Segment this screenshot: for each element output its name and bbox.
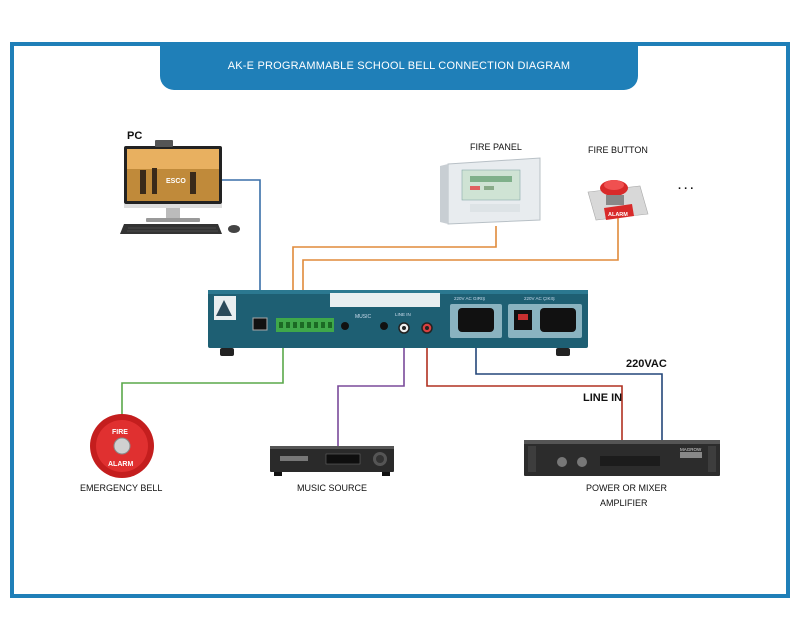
emergency-bell-label: EMERGENCY BELL (80, 483, 163, 493)
wire-line-in (426, 340, 623, 440)
bell-alarm-text: ALARM (108, 461, 133, 468)
bell-controller-device (208, 290, 588, 356)
keyboard-icon (120, 224, 222, 234)
ac-in-text: 220V AC GIRIŞ (454, 296, 485, 301)
fire-panel-icon (440, 157, 541, 225)
more-devices-ellipsis: . . . (678, 180, 694, 192)
line-in-port-text: LINE IN (395, 312, 411, 317)
fire-button-icon (587, 180, 649, 221)
music-source-icon (270, 446, 394, 476)
emergency-bell-icon (90, 414, 154, 478)
bell-fire-text: FIRE (112, 429, 128, 436)
220vac-label: 220VAC (626, 358, 667, 370)
line-in-label: LINE IN (583, 392, 623, 404)
wire-fire-panel (292, 226, 497, 318)
fire-button-tag-text: ALARM (608, 212, 628, 218)
diagram-title: AK-E PROGRAMMABLE SCHOOL BELL CONNECTION… (227, 60, 571, 72)
monitor-brand-text: ESCO (166, 178, 186, 185)
music-source-label: MUSIC SOURCE (297, 483, 368, 493)
amplifier-label-line1: POWER OR MIXER (586, 483, 668, 493)
wire-fire-button (302, 214, 619, 318)
wire-pc-usb (222, 179, 261, 318)
wire-music-source (337, 340, 405, 446)
amplifier-brand-text: MAGROW (680, 447, 702, 452)
mouse-icon (228, 225, 240, 233)
ac-out-text: 220V AC ÇIKIŞ (524, 296, 555, 301)
music-port-text: MUSIC (355, 314, 372, 320)
pc-monitor-icon (124, 140, 222, 222)
pc-label: PC (127, 130, 143, 142)
wire-220vac (475, 345, 663, 440)
fire-panel-label: FIRE PANEL (470, 142, 522, 152)
title-tab (160, 42, 638, 90)
amplifier-icon (524, 440, 720, 476)
wire-emergency-bell (121, 342, 284, 418)
amplifier-label-line2: AMPLIFIER (600, 498, 648, 508)
fire-button-label: FIRE BUTTON (588, 145, 648, 155)
